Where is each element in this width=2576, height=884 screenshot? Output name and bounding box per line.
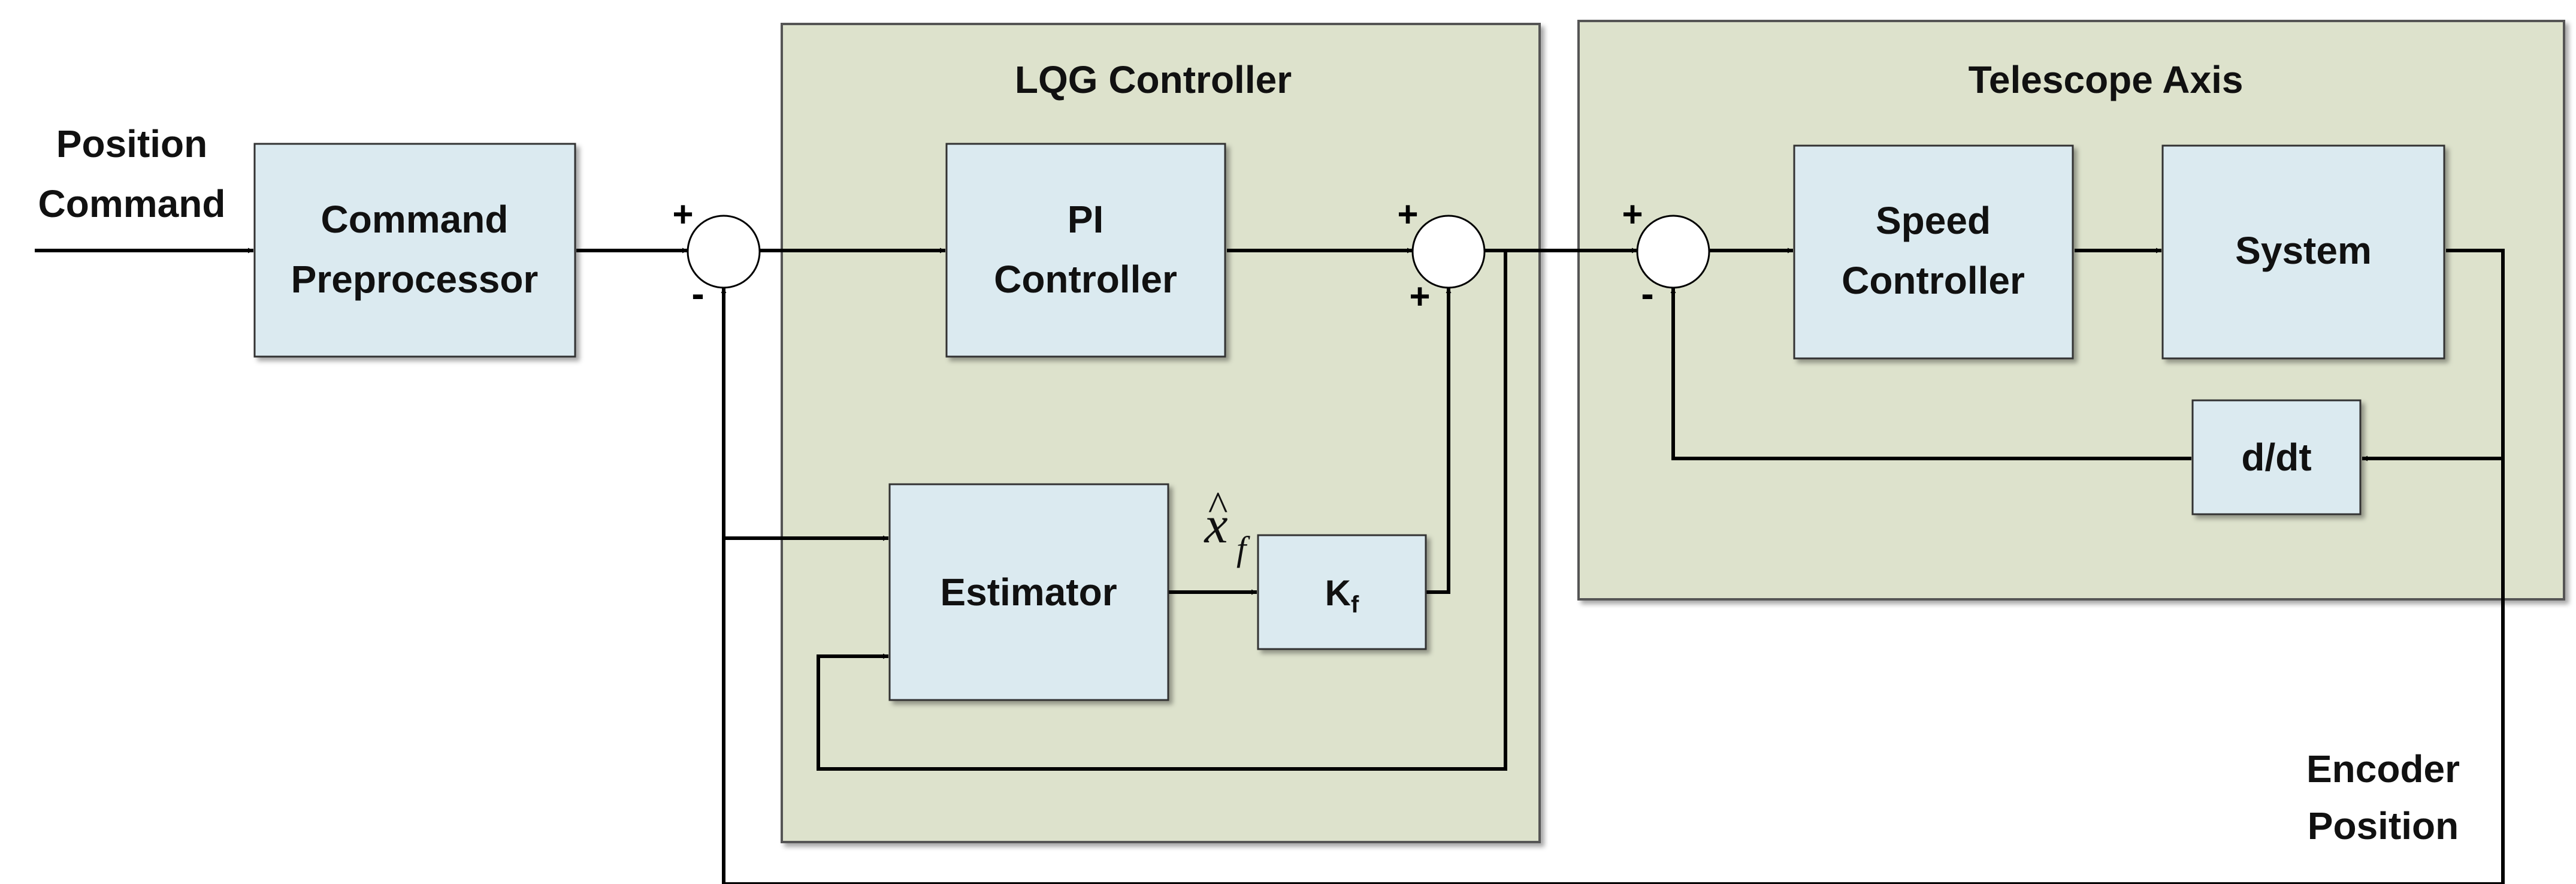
wire-encoder-feedback: [721, 288, 2503, 884]
encoder-position-label-line2: Position: [2308, 804, 2459, 847]
wire-ddt-to-sum3: [1670, 288, 2191, 460]
command-preprocessor-label-line2: Preprocessor: [291, 258, 539, 301]
command-preprocessor-label-line1: Command: [321, 198, 509, 241]
command-preprocessor-block: [253, 143, 576, 358]
system-block: [2161, 144, 2445, 360]
lqg-controller-title: LQG Controller: [1015, 58, 1292, 101]
position-command-label-line2: Command: [38, 182, 226, 225]
sum3-plus-sign: +: [1622, 194, 1643, 234]
signal-wires: [35, 248, 2505, 884]
pi-controller-label-line1: PI: [1068, 198, 1103, 241]
kf-label-main: K: [1325, 573, 1351, 613]
kf-label-subscript: f: [1351, 592, 1359, 618]
sum2-plus-sign-top: +: [1397, 194, 1418, 234]
estimate-symbol: x: [1203, 496, 1227, 554]
system-label: System: [2235, 229, 2372, 272]
speed-controller-label-line2: Controller: [1842, 259, 2025, 302]
sum1-minus-sign: -: [691, 272, 704, 315]
ddt-block: [2191, 399, 2362, 515]
estimator-block: [888, 483, 1169, 701]
estimator-label: Estimator: [940, 571, 1117, 614]
estimate-hat: ^: [1207, 484, 1227, 530]
sum2-plus-sign-bottom: +: [1409, 276, 1430, 316]
telescope-axis-title: Telescope Axis: [1969, 58, 2244, 101]
encoder-position-label-line1: Encoder: [2306, 747, 2460, 791]
kf-label: Kf: [1325, 573, 1359, 618]
speed-controller-block: [1793, 144, 2074, 360]
sum1-plus-sign: +: [672, 194, 693, 234]
speed-controller-label-line1: Speed: [1876, 199, 1991, 242]
wire-system-output: [2446, 249, 2505, 884]
ddt-label: d/dt: [2241, 436, 2311, 479]
pi-controller-label-line2: Controller: [994, 258, 1177, 301]
position-command-label-line1: Position: [56, 122, 207, 165]
pi-controller-block: [945, 143, 1226, 358]
wire-kf-to-sum2: [1425, 288, 1452, 594]
sum-junction-2: [1411, 215, 1486, 289]
sum-junction-1: [687, 215, 761, 289]
kf-block: [1257, 534, 1427, 650]
wire-control-to-estimator: [817, 251, 1507, 771]
sum3-minus-sign: -: [1641, 272, 1653, 315]
sum-junction-3: [1636, 215, 1710, 289]
